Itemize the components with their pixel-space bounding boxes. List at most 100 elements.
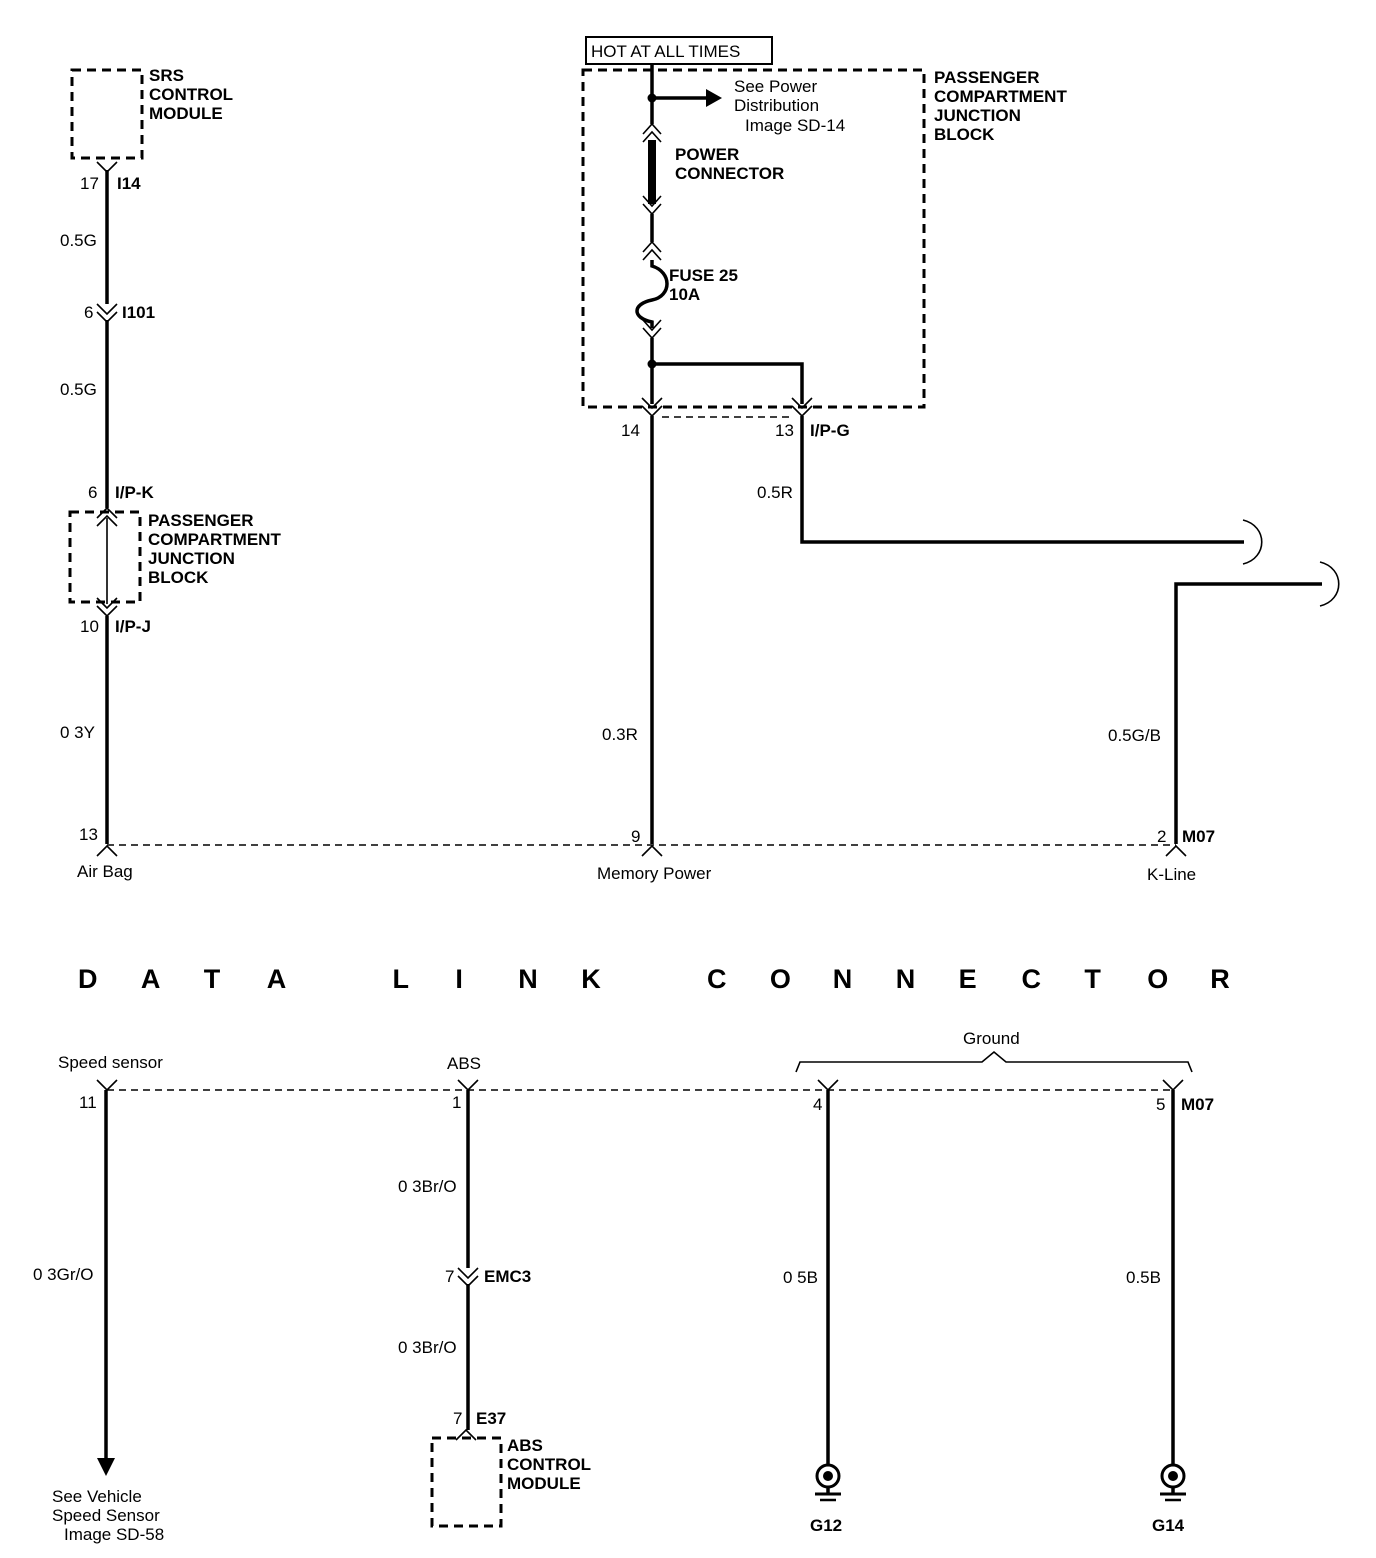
abs-wire-upper-label: 0 3Br/O: [398, 1177, 457, 1196]
abs-module-line-1: ABS: [507, 1436, 543, 1455]
pcjb-left-label: PASSENGER COMPARTMENT JUNCTION BLOCK: [148, 511, 281, 587]
hot-at-all-times-box: HOT AT ALL TIMES: [585, 36, 773, 65]
pcjb-top-boundary: [581, 68, 926, 409]
ground-brace: [795, 1050, 1193, 1073]
abs-module-line-2: CONTROL: [507, 1455, 591, 1474]
pcjb-top-label: PASSENGER COMPARTMENT JUNCTION BLOCK: [934, 68, 1067, 144]
speed-sensor-pin-label: Speed sensor: [58, 1053, 163, 1072]
ground-g14-icon: [1160, 1463, 1186, 1502]
ground-g12-icon: [815, 1463, 841, 1502]
fuse-label-line-1: FUSE 25: [669, 266, 738, 285]
ipg-connector-id: I/P-G: [810, 421, 850, 440]
srs-label-line-3: MODULE: [149, 104, 223, 123]
ipg-red-wire: [800, 416, 1244, 544]
emc3-connector-icon: [457, 1267, 479, 1288]
dlc-title-letter: O: [1147, 964, 1168, 994]
i101-connector-id: I101: [122, 303, 155, 322]
air-bag-wire-label: 0 3Y: [60, 723, 95, 742]
pcjb-top-line-1: PASSENGER: [934, 68, 1040, 87]
i101-connector-icon: [96, 303, 118, 324]
wire-break-right-icon: [1319, 561, 1340, 607]
ipg-red-wire-label: 0.5R: [757, 483, 793, 502]
ipk-pin: 6: [88, 483, 97, 502]
ipk-connector-id: I/P-K: [115, 483, 154, 502]
see-vss-line-1: See Vehicle: [52, 1487, 142, 1506]
dlc-pin-2: 2: [1157, 827, 1166, 846]
dlc-title-letter: C: [1022, 964, 1042, 994]
emc3-pin: 7: [445, 1267, 454, 1286]
ipg-13-pin: 13: [775, 421, 794, 440]
k-line-wire-label: 0.5G/B: [1108, 726, 1161, 745]
power-connector-line-2: CONNECTOR: [675, 164, 784, 183]
i14-pin: 17: [80, 174, 99, 193]
k-line-pin-label: K-Line: [1147, 865, 1196, 884]
srs-label-line-2: CONTROL: [149, 85, 233, 104]
power-distribution-arrow-icon: [706, 89, 722, 107]
srs-control-module-boundary: [70, 68, 144, 160]
dlc-pin-1: 1: [452, 1093, 461, 1112]
see-power-distribution-note: See Power Distribution Image SD-14: [734, 77, 845, 135]
speed-sensor-wire-label: 0 3Gr/O: [33, 1265, 93, 1284]
dlc-m07-bottom-id: M07: [1181, 1095, 1214, 1114]
dlc-pin-1-icon: [457, 1079, 479, 1092]
ground-g14-wire-label: 0.5B: [1126, 1268, 1161, 1287]
ipg-14-pin: 14: [621, 421, 640, 440]
i101-pin: 6: [84, 303, 93, 322]
dlc-pin-4: 4: [813, 1095, 822, 1114]
emc3-connector-id: EMC3: [484, 1267, 531, 1286]
see-vehicle-speed-sensor-note: See Vehicle Speed Sensor Image SD-58: [52, 1487, 164, 1544]
ground-g12-wire-label: 0 5B: [783, 1268, 818, 1287]
ipj-pin: 10: [80, 617, 99, 636]
ipg-branch-wire: [652, 362, 804, 404]
dlc-pin-4-icon: [817, 1079, 839, 1092]
pcjb-top-line-4: BLOCK: [934, 125, 995, 144]
ground-pin-label: Ground: [963, 1029, 1020, 1048]
dlc-pin-9: 9: [631, 827, 640, 846]
power-connector-line-1: POWER: [675, 145, 739, 164]
srs-label-line-1: SRS: [149, 66, 184, 85]
dlc-pin-5: 5: [1156, 1095, 1165, 1114]
i14-connector-id: I14: [117, 174, 141, 193]
pcjb-top-line-2: COMPARTMENT: [934, 87, 1067, 106]
wire-break-left-icon: [1242, 519, 1263, 565]
power-connector-symbol: [642, 122, 662, 216]
dlc-pin-11: 11: [79, 1093, 97, 1112]
ipk-connector-icon: [96, 506, 118, 527]
srs-wire-upper-label: 0.5G: [60, 231, 97, 250]
e37-connector-icon: [455, 1428, 477, 1441]
pcjb-left-boundary: [68, 510, 142, 604]
ground-g14-label: G14: [1152, 1516, 1185, 1535]
dlc-m07-top-id: M07: [1182, 827, 1215, 846]
e37-connector-id: E37: [476, 1409, 506, 1428]
dlc-title-letter: A: [141, 964, 161, 994]
dlc-title-letter: C: [707, 964, 727, 994]
dlc-title-letter: E: [959, 964, 977, 994]
memory-power-pin-label: Memory Power: [597, 864, 712, 883]
pcjb-left-line-2: COMPARTMENT: [148, 530, 281, 549]
abs-wire-lower-label: 0 3Br/O: [398, 1338, 457, 1357]
dlc-title-letter: I: [455, 964, 463, 994]
memory-power-wire-label: 0.3R: [602, 725, 638, 744]
pcjb-left-line-1: PASSENGER: [148, 511, 254, 530]
dlc-pin-5-icon: [1162, 1079, 1184, 1092]
see-power-line-2: Distribution: [734, 96, 819, 115]
hot-at-all-times-label: HOT AT ALL TIMES: [591, 42, 740, 61]
ground-g12-label: G12: [810, 1516, 842, 1535]
abs-control-module-boundary: [430, 1436, 503, 1528]
abs-module-line-3: MODULE: [507, 1474, 581, 1493]
dlc-title-letter: N: [833, 964, 853, 994]
dlc-title-letter: D: [78, 964, 98, 994]
k-line-wire: [1174, 582, 1322, 844]
see-vss-line-2: Speed Sensor: [52, 1506, 160, 1525]
dlc-title-letter: R: [1210, 964, 1230, 994]
air-bag-pin-label: Air Bag: [77, 862, 133, 881]
dlc-title-letter: O: [770, 964, 791, 994]
dlc-pin-2-icon: [1165, 844, 1187, 857]
pcjb-left-line-4: BLOCK: [148, 568, 209, 587]
ipj-connector-id: I/P-J: [115, 617, 151, 636]
abs-pin-label: ABS: [447, 1054, 481, 1073]
srs-wire-lower-label: 0.5G: [60, 380, 97, 399]
